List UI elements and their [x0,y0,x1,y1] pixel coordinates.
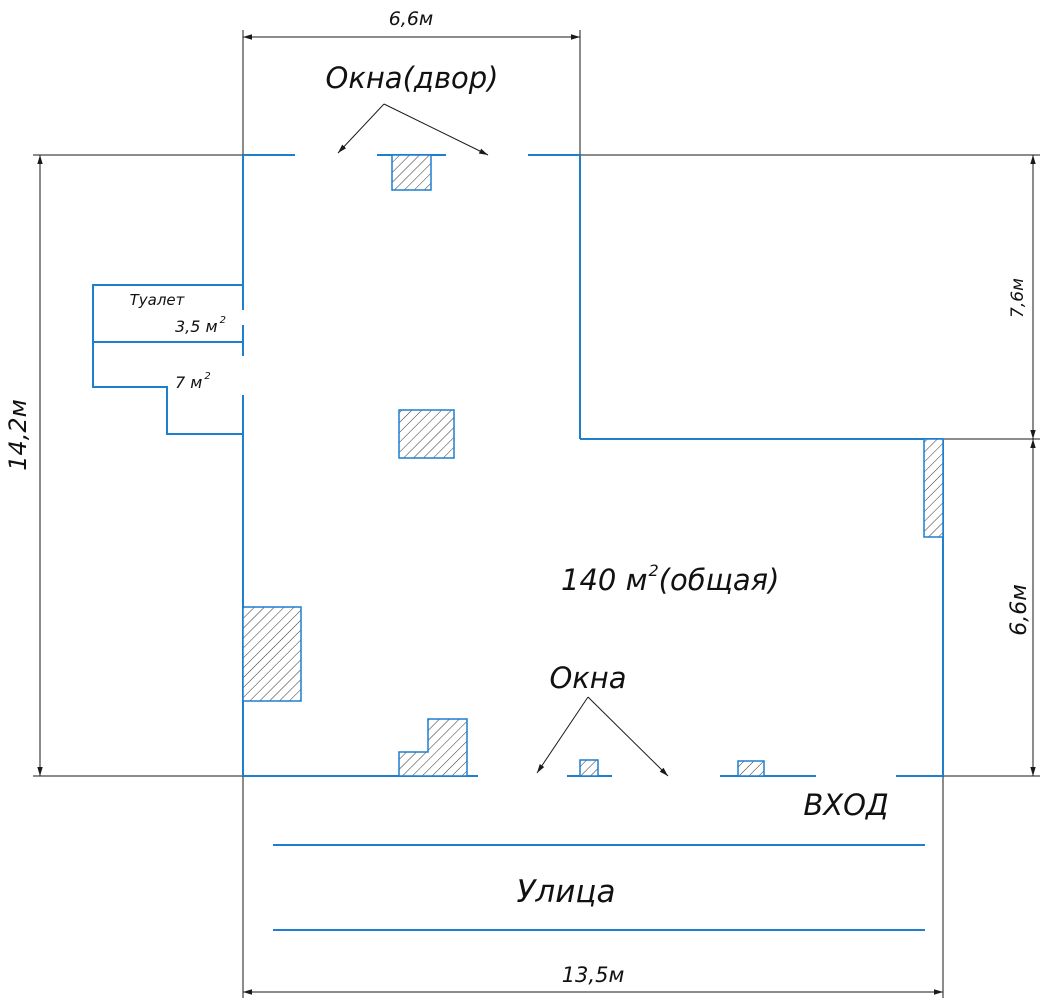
center-column [398,409,455,459]
labels: 6,6м 14,2м 7,6м 6,6м 13,5м Окна(двор) Ок… [4,8,1032,987]
left-wall-pilaster [242,606,302,702]
dimension-lines [33,30,1040,998]
walls [92,154,944,931]
toilet-area-sup: 2 [220,315,226,326]
total-area-sup: 2 [648,561,658,580]
yard-window-arrow-right [383,103,489,156]
toilet-title: Туалет [130,291,186,309]
total-area-value: 140 м [561,563,647,597]
total-area: 140 м2(общая) [561,561,779,597]
bottom-stepped-column [398,718,468,777]
left-height-label: 14,2м [4,399,32,471]
room-area-sup: 2 [204,371,210,382]
total-area-note: (общая) [659,563,780,597]
front-window-arrow-left [536,696,589,774]
entrance-label: ВХОД [803,788,888,822]
right-wall-pilaster [923,438,944,538]
side-rooms-outline [92,284,243,435]
columns [242,154,944,777]
bottom-width-label: 13,5м [562,963,625,987]
front-windows-label: Окна [549,661,626,695]
yard-windows-label: Окна(двор) [326,61,499,95]
top-width-label: 6,6м [389,8,434,30]
toilet-area-value: 3,5 м [175,317,218,336]
bottom-small-column-2 [737,760,765,777]
front-window-arrow-right [587,696,669,777]
window-arrows [337,103,669,777]
right-lower-label: 6,6м [1007,584,1032,636]
top-column [391,154,432,191]
yard-window-arrow-left [337,103,385,154]
bottom-small-column-1 [579,759,599,777]
street-label: Улица [517,874,616,910]
room-area-value: 7 м [175,373,202,392]
right-upper-label: 7,6м [1008,278,1028,318]
